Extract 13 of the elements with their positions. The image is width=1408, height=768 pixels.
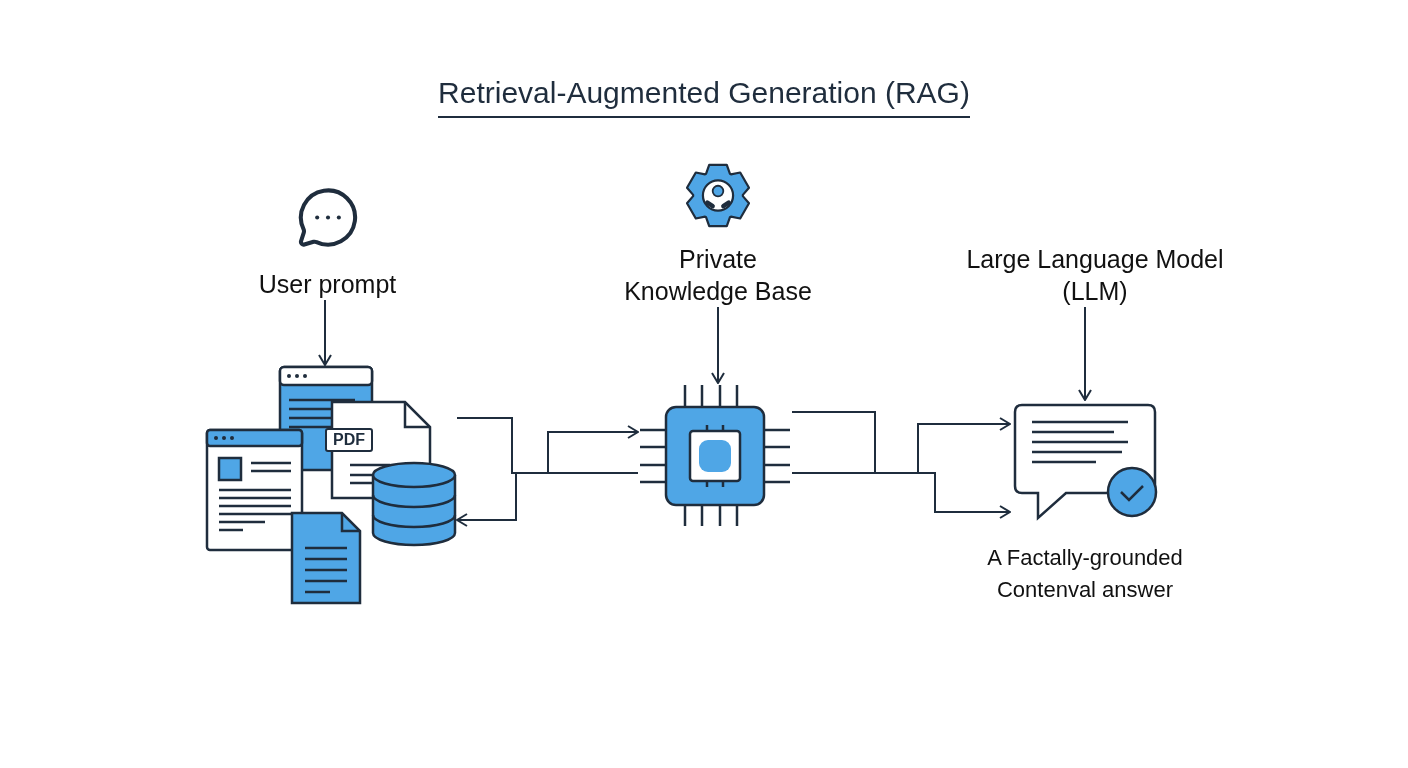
arrow (456, 417, 639, 474)
node-label: Private Knowledge Base (623, 244, 813, 307)
arrow (711, 306, 725, 384)
node-label: Large Language Model (LLM) (965, 244, 1225, 307)
node-label: User prompt (258, 269, 397, 300)
arrow (791, 472, 1011, 519)
node-caption: A Factally-grounded Contenval answer (986, 544, 1184, 604)
file-type-tag: PDF (325, 428, 373, 452)
arrow (1078, 306, 1092, 401)
arrow (791, 411, 1011, 474)
diagram-title: Retrieval-Augmented Generation (RAG) (438, 76, 970, 118)
arrow (456, 472, 639, 527)
arrow (318, 299, 332, 366)
